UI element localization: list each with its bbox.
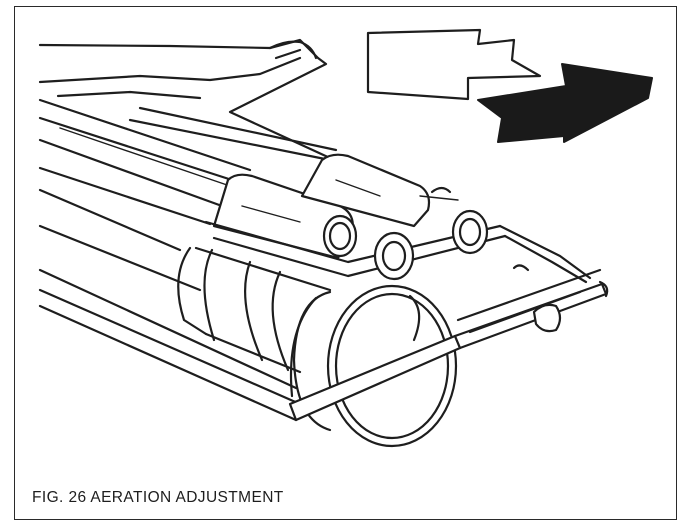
adjustment-rod	[288, 280, 609, 422]
arrow-left-outline-icon	[366, 28, 542, 101]
burner-body	[38, 188, 332, 422]
figure-caption: FIG. 26 AERATION ADJUSTMENT	[32, 489, 284, 506]
orifice-ring-right	[451, 209, 489, 255]
orifice-ring-middle	[373, 231, 415, 281]
arrow-right-filled-icon	[477, 63, 653, 143]
orifice-ring-left	[322, 214, 358, 258]
burner-tray	[456, 224, 602, 334]
burner-tubes-upper	[38, 98, 338, 226]
manifold-bracket	[38, 38, 332, 160]
air-shutter-ring	[289, 284, 458, 448]
